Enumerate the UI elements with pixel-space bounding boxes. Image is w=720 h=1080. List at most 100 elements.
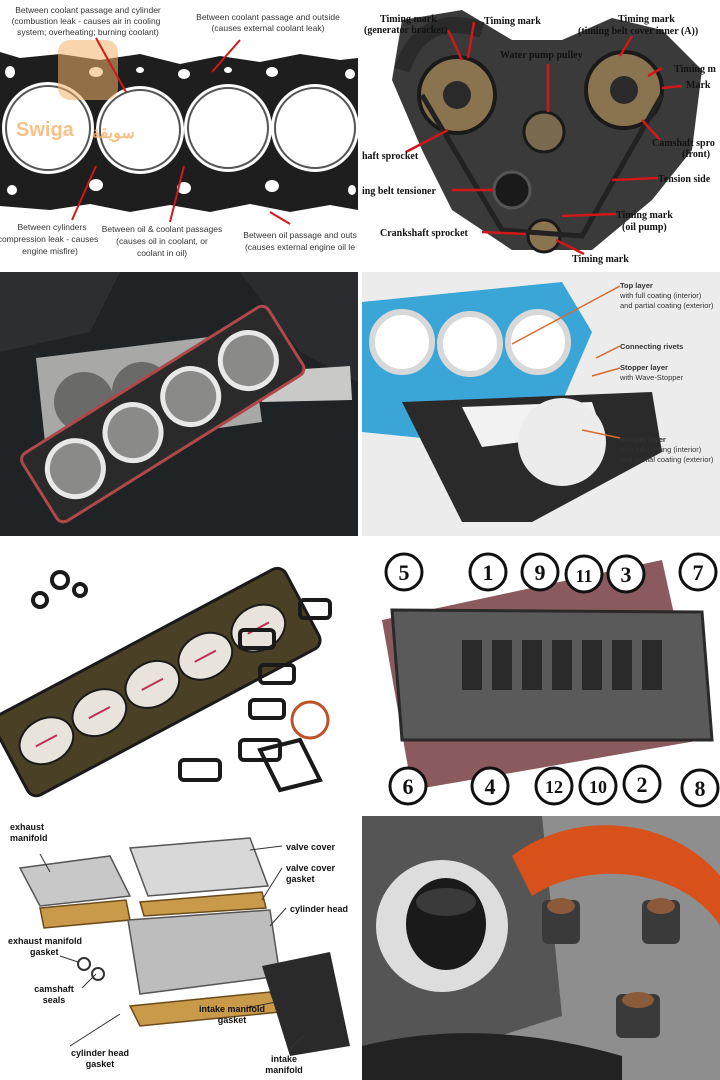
- cylinder-head: [127, 909, 281, 995]
- seq-number-12: 12: [545, 777, 563, 797]
- gasket-kit-illustration: [0, 566, 332, 798]
- watermark-arabic: سويقة: [92, 125, 135, 143]
- label-cylinder-head: cylinder head: [290, 904, 348, 914]
- label-between-cylinders-3: engine misfire): [22, 246, 78, 256]
- cylinder-bores: [2, 82, 358, 174]
- label-stopper-desc: with Wave-Stopper: [619, 373, 684, 382]
- label-timing-mark-oil: Timing mark: [616, 210, 673, 221]
- label-oil-coolant-1: Between oil & coolant passages: [102, 224, 223, 234]
- label-valve-cover: valve cover: [286, 842, 336, 852]
- label-oil-pump: (oil pump): [622, 222, 667, 233]
- label-oil-outside-1: Between oil passage and outs: [243, 230, 356, 240]
- cylinder-bore: [2, 82, 94, 174]
- timing-belt-diagram: Timing mark (generator bracket) Timing m…: [362, 10, 716, 265]
- callout-lines: [405, 21, 683, 256]
- label-belt-cover-inner: (timing belt cover inner (A)): [578, 26, 698, 37]
- label-top-layer-desc-1: with full coating (interior): [619, 291, 702, 300]
- label-camshaft: camshaft: [34, 984, 74, 994]
- label-timing-mark-belt-cover: Timing mark: [618, 14, 675, 25]
- label-exhaust-manifold-gasket-1: exhaust manifold: [8, 936, 82, 946]
- label-intake: intake: [271, 1054, 297, 1064]
- timing-belt: [419, 93, 665, 239]
- panel-gasket-kit: [0, 540, 358, 812]
- label-top-layer: Top layer: [620, 281, 653, 290]
- cylinder-bore: [184, 84, 272, 172]
- panel-mls-gasket-layers: Top layer with full coating (interior) a…: [362, 272, 720, 536]
- fire-rings: [5, 85, 356, 171]
- sequence-number-circles-bottom: [388, 764, 720, 808]
- label-valve-cover-gasket-2: gasket: [286, 874, 315, 884]
- label-mark: Mark: [686, 80, 711, 91]
- orange-oil-seal: [512, 825, 720, 926]
- small-gaskets: [31, 570, 332, 782]
- label-bottom-layer-desc-2: and partial coating (exterior): [620, 455, 714, 464]
- seq-number-8: 8: [695, 776, 706, 801]
- seq-number-3: 3: [621, 562, 632, 587]
- label-tension-side: Tension side: [658, 174, 711, 185]
- panel-seals-closeup-photo: [362, 816, 720, 1080]
- torque-sequence-diagram: 5 1 9 11 3 7 6 4 12 10 2 8: [382, 552, 720, 808]
- callout-lines: [511, 285, 621, 439]
- label-crankshaft-sprocket: Crankshaft sprocket: [380, 228, 469, 239]
- gasket-edge-bottom: [362, 1033, 622, 1080]
- label-cylinder-head-gasket-1: cylinder head: [71, 1048, 129, 1058]
- water-pump-pulley: [522, 110, 566, 154]
- sequence-number-circles-top: [384, 552, 718, 594]
- label-connecting-rivets: Connecting rivets: [620, 342, 683, 351]
- panel-timing-belt-diagram: Timing mark (generator bracket) Timing m…: [362, 0, 720, 268]
- label-coolant-cylinder-1: Between coolant passage and cylinder: [15, 5, 161, 15]
- gasket-failure-diagram: Swiga سويقة Between coolant passage and …: [0, 5, 358, 258]
- triangle-gasket: [257, 737, 323, 793]
- seq-number-2: 2: [637, 772, 648, 797]
- label-coolant-outside-2: (causes external coolant leak): [212, 23, 325, 33]
- label-oil-coolant-2: (causes oil in coolant, or: [116, 236, 208, 246]
- label-between-cylinders-1: Between cylinders: [18, 222, 87, 232]
- seq-number-7: 7: [693, 560, 704, 585]
- seq-number-5: 5: [399, 560, 410, 585]
- panel-exploded-cylinder-head: exhaust manifold exhaust manifold gasket…: [0, 816, 358, 1080]
- label-belt-tensioner: ing belt tensioner: [362, 186, 436, 197]
- leader-lines: [39, 845, 305, 1049]
- generator-bracket: [394, 17, 485, 73]
- label-coolant-outside-1: Between coolant passage and outside: [196, 12, 340, 22]
- label-intake-manifold-gasket-1: intake manifold: [199, 1004, 265, 1014]
- valve-stem-seals: [542, 898, 680, 1038]
- valve-cover-gasket: [139, 891, 267, 917]
- seq-number-1: 1: [483, 560, 494, 585]
- engine-photo-illustration: [0, 272, 358, 536]
- label-coolant-cylinder-3: system; overheating; burning coolant): [17, 27, 159, 37]
- exhaust-manifold: [18, 855, 132, 907]
- seq-number-10: 10: [589, 777, 607, 797]
- label-shaft-sprocket: haft sprocket: [362, 151, 419, 162]
- mls-gasket-diagram: Top layer with full coating (interior) a…: [362, 281, 714, 522]
- intake-manifold: [262, 952, 350, 1056]
- label-timing-mark-bottom: Timing mark: [572, 254, 629, 265]
- label-between-cylinders-2: compression leak - causes: [0, 234, 98, 244]
- watermark-text: Swiga: [16, 119, 75, 141]
- seq-number-4: 4: [485, 774, 496, 799]
- valve-cover: [128, 837, 270, 897]
- camshaft-seals: [77, 957, 105, 981]
- label-stopper-layer: Stopper layer: [620, 363, 668, 372]
- oil-seal-ring: [290, 700, 330, 740]
- label-camshaft-front: (front): [682, 149, 710, 160]
- label-water-pump-pulley: Water pump pulley: [500, 50, 583, 61]
- label-timing-mark-right: Timing m: [674, 64, 716, 75]
- label-intake-manifold: manifold: [265, 1065, 303, 1075]
- label-coolant-cylinder-2: (combustion leak - causes air in cooling: [12, 16, 161, 26]
- label-generator-bracket: (generator bracket): [364, 25, 447, 36]
- seq-number-11: 11: [575, 566, 592, 586]
- label-seals: seals: [43, 995, 66, 1005]
- label-exhaust: exhaust: [10, 822, 44, 832]
- label-exhaust-manifold: manifold: [10, 833, 48, 843]
- bore-opening: [518, 398, 606, 486]
- belt-tensioner: [492, 170, 532, 210]
- label-oil-outside-2: (causes external engine oil le: [245, 242, 355, 252]
- label-bottom-layer: Bottom layer: [620, 435, 666, 444]
- label-timing-mark-generator: Timing mark: [380, 14, 437, 25]
- exploded-head-diagram: exhaust manifold exhaust manifold gasket…: [8, 822, 350, 1075]
- callout-lines: [71, 37, 291, 225]
- label-timing-mark-top: Timing mark: [484, 16, 541, 27]
- panel-torque-sequence: 5 1 9 11 3 7 6 4 12 10 2 8: [362, 540, 720, 812]
